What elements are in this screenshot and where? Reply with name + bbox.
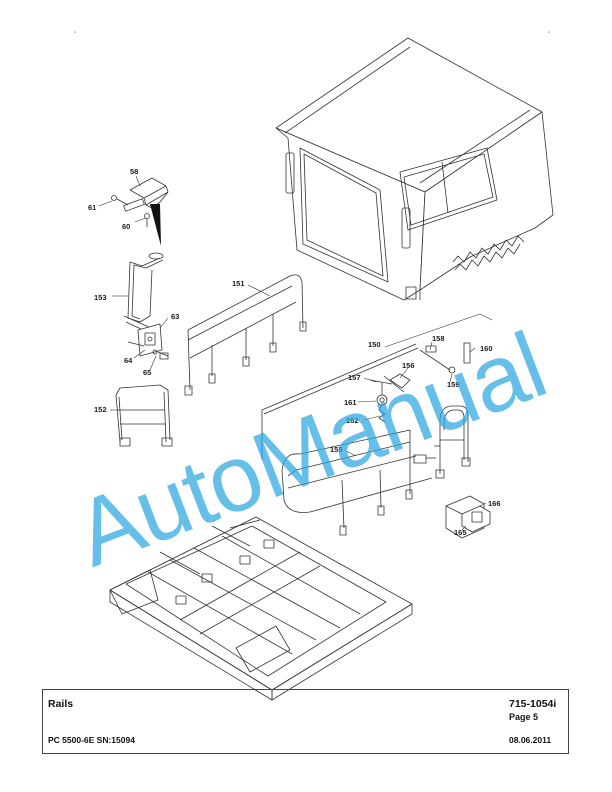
callout-159: 159 bbox=[447, 380, 460, 389]
callout-labels: 58 61 60 153 63 64 65 152 151 150 158 16… bbox=[88, 167, 501, 537]
callout-161: 161 bbox=[344, 398, 357, 407]
rail-151 bbox=[184, 274, 307, 396]
callout-165: 165 bbox=[454, 528, 467, 537]
callout-65: 65 bbox=[143, 368, 151, 377]
rail-150 bbox=[261, 342, 471, 460]
callout-152: 152 bbox=[94, 405, 107, 414]
rail-right bbox=[434, 405, 471, 479]
callout-58: 58 bbox=[130, 167, 138, 176]
callout-155: 155 bbox=[330, 445, 343, 454]
page-number: Page 5 bbox=[509, 712, 539, 722]
callout-158: 158 bbox=[432, 334, 445, 343]
callout-61: 61 bbox=[88, 203, 96, 212]
bracket-165 bbox=[445, 495, 491, 539]
callout-63: 63 bbox=[171, 312, 179, 321]
machine-serial: PC 5500-6E SN:15094 bbox=[48, 735, 135, 745]
operator-cab bbox=[275, 37, 554, 301]
callout-166: 166 bbox=[488, 499, 501, 508]
callout-64: 64 bbox=[124, 356, 133, 365]
callout-60: 60 bbox=[122, 222, 130, 231]
pin-157 bbox=[369, 379, 393, 423]
watermark: AutoManual bbox=[62, 312, 559, 586]
rail-152 bbox=[115, 384, 173, 447]
callout-162: 162 bbox=[346, 416, 359, 425]
drawing-title: Rails bbox=[48, 698, 74, 710]
callout-157: 157 bbox=[348, 373, 361, 382]
crop-marks bbox=[74, 31, 550, 33]
title-block: Rails 715-1054i Page 5 PC 5500-6E SN:150… bbox=[42, 689, 569, 754]
rail-155 bbox=[281, 429, 436, 536]
base-frame bbox=[109, 516, 413, 701]
callout-156: 156 bbox=[402, 361, 415, 370]
callout-153: 153 bbox=[94, 293, 107, 302]
document-number: 715-1054i bbox=[509, 698, 557, 710]
callout-160: 160 bbox=[480, 344, 493, 353]
leader-lines bbox=[98, 175, 493, 531]
bracket-63 bbox=[127, 323, 169, 360]
callout-150: 150 bbox=[368, 340, 381, 349]
callout-151: 151 bbox=[232, 279, 245, 288]
leader-arrow bbox=[150, 204, 161, 246]
issue-date: 08.06.2011 bbox=[509, 735, 552, 745]
